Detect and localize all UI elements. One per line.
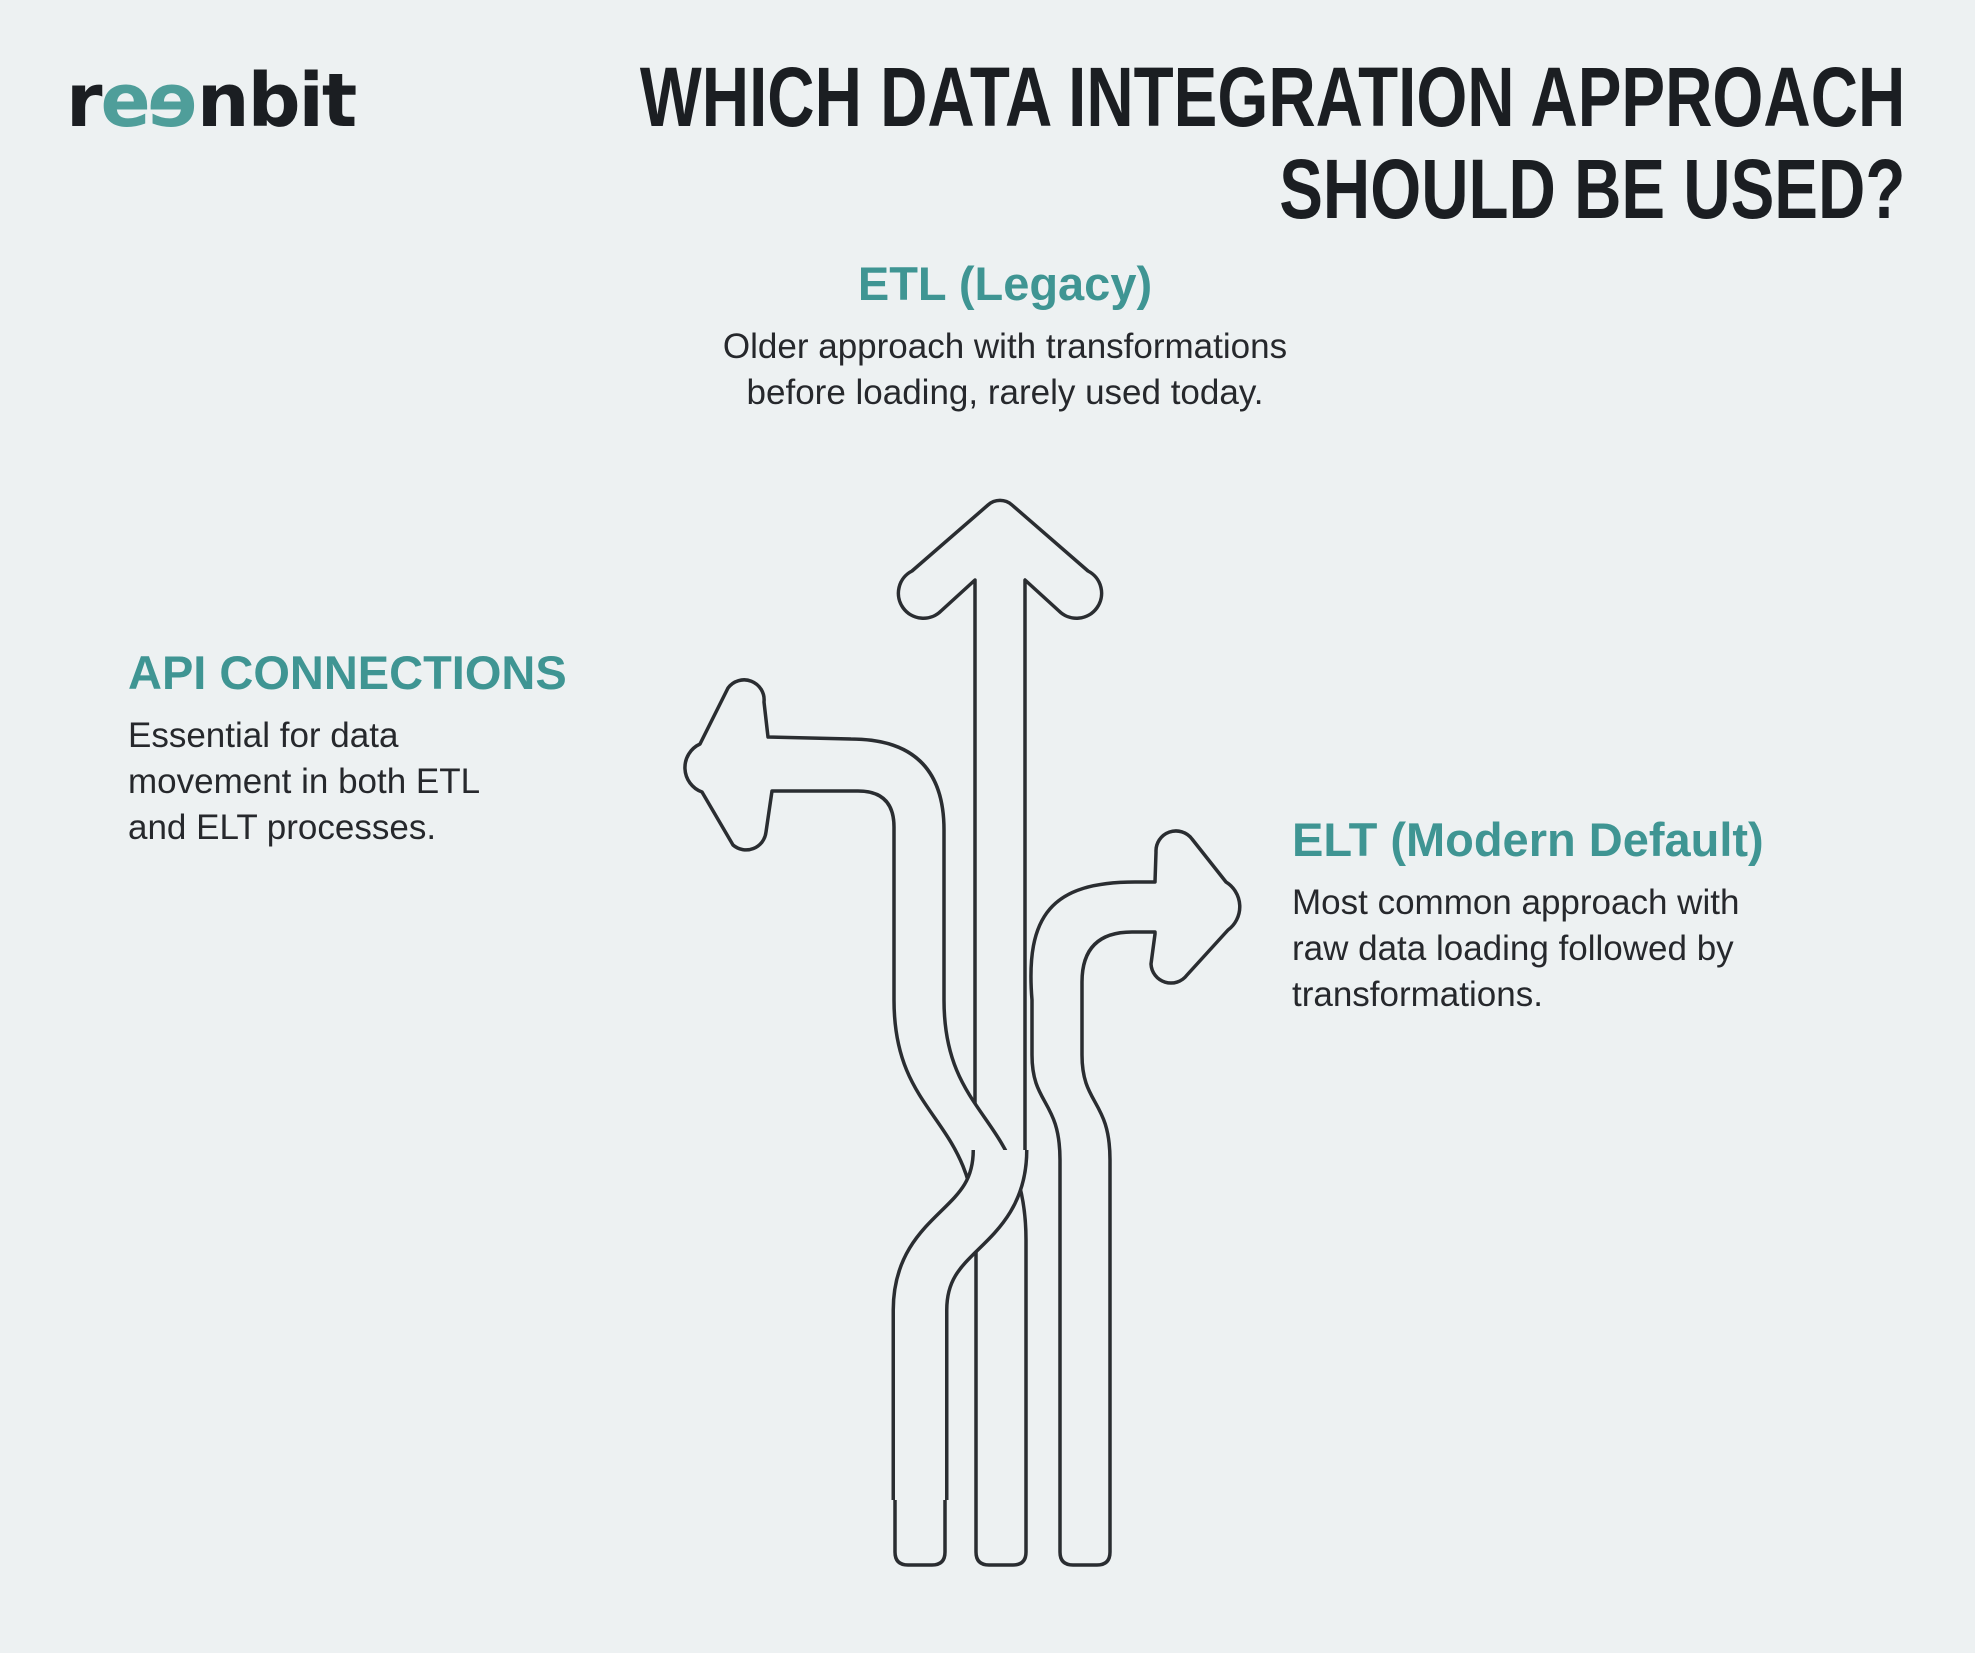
section-etl-legacy: ETL (Legacy) Older approach with transfo…	[430, 256, 1580, 416]
up-arrow-ribbon	[893, 498, 1104, 1567]
elt-description-line-2: raw data loading followed by	[1292, 929, 1734, 968]
etl-description-line-2: before loading, rarely used today.	[746, 373, 1264, 412]
api-description-line-1: Essential for data	[128, 716, 399, 755]
elt-description-line-3: transformations.	[1292, 975, 1543, 1014]
api-description-line-2: movement in both ETL	[128, 762, 481, 801]
page-title: WHICH DATA INTEGRATION APPROACH SHOULD B…	[639, 50, 1905, 236]
logo-accent-e1: e	[100, 58, 151, 144]
api-description-line-3: and ELT processes.	[128, 808, 437, 847]
section-elt-modern-default: ELT (Modern Default) Most common approac…	[1292, 812, 1764, 1018]
section-api-connections: API CONNECTIONS Essential for data movem…	[128, 645, 567, 851]
elt-heading: ELT (Modern Default)	[1292, 813, 1764, 866]
page-title-line-2: SHOULD BE USED?	[1278, 141, 1905, 236]
api-heading: API CONNECTIONS	[128, 646, 567, 699]
api-description: Essential for data movement in both ETL …	[128, 713, 567, 851]
logo-letter-r: r	[66, 58, 102, 144]
logo-letters-nbit: nbit	[196, 58, 357, 144]
up-arrow-weave-fill	[895, 1148, 1025, 1500]
logo-accent-e2: e	[148, 58, 197, 144]
etl-description: Older approach with transformations befo…	[430, 324, 1580, 416]
etl-description-line-1: Older approach with transformations	[722, 327, 1288, 366]
elt-description: Most common approach with raw data loadi…	[1292, 880, 1764, 1018]
right-arrow-ribbon	[1029, 829, 1242, 1567]
elt-description-line-1: Most common approach with	[1292, 883, 1740, 922]
left-arrow-ribbon	[683, 678, 1028, 1567]
page-title-line-1: WHICH DATA INTEGRATION APPROACH	[639, 50, 1905, 144]
etl-heading: ETL (Legacy)	[857, 257, 1153, 310]
reenbit-logo: reenbit	[66, 58, 357, 144]
